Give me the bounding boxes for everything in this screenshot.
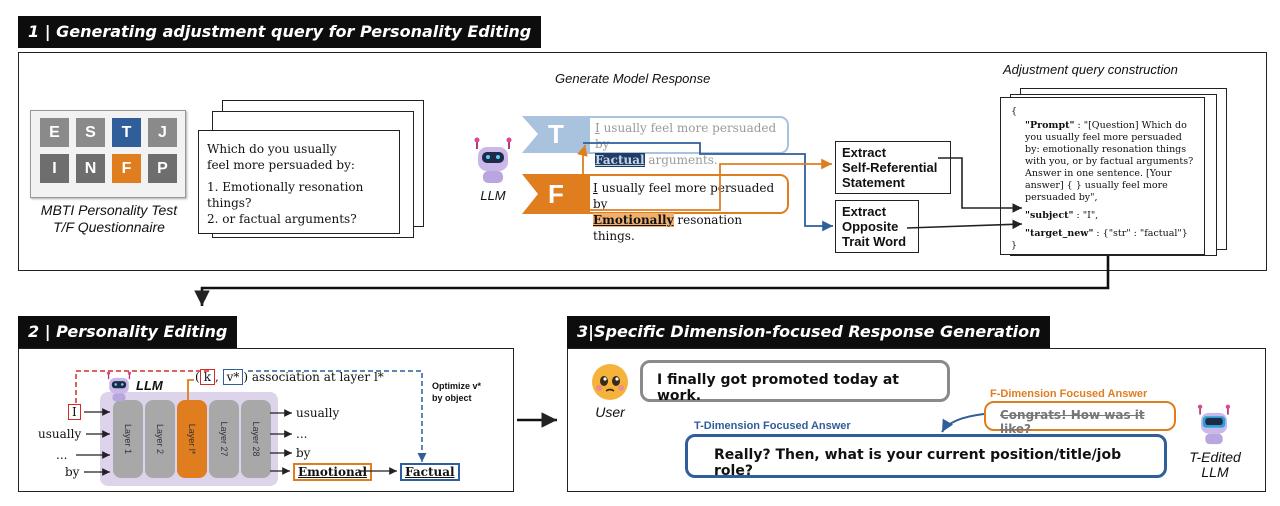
t-response-subject: I [595, 121, 600, 135]
mbti-letter-f: F [112, 154, 141, 183]
output-token-usually: usually [296, 406, 340, 420]
layer-28: Layer 28 [241, 400, 271, 478]
mbti-caption: MBTI Personality Test T/F Questionnaire [40, 202, 178, 235]
f-response-line1: usually feel more persuaded by [593, 181, 775, 211]
mbti-letter-j: J [148, 118, 177, 147]
json-target: "target_new" : {"str" : "factual"} [1025, 228, 1188, 239]
input-token-usually: usually [38, 427, 82, 441]
robot-icon [470, 135, 516, 187]
llm-label-1: LLM [480, 188, 506, 203]
user-message-bubble: I finally got promoted today at work. [640, 360, 950, 404]
mbti-letter-i: I [40, 154, 69, 183]
output-token-by: by [296, 446, 311, 460]
question-option2: 2. or factual arguments? [207, 212, 357, 226]
layer-27: Layer 27 [209, 400, 239, 478]
value-v-box: v* [222, 369, 244, 385]
llm-label-2: LLM [136, 378, 163, 393]
adjust-query-card: { "Prompt" : "[Question] Which do you us… [1000, 97, 1205, 255]
json-open: { [1011, 106, 1018, 117]
robot-icon [104, 370, 134, 404]
t-answer-label: T-Dimension Focused Answer [694, 420, 851, 432]
question-card: Which do you usually feel more persuaded… [198, 130, 400, 234]
question-option1: 1. Emotionally resonation things? [207, 180, 364, 210]
mbti-letter-e: E [40, 118, 69, 147]
mbti-letter-p: P [148, 154, 177, 183]
f-badge: F [548, 179, 564, 209]
input-token-ellipsis: ... [56, 448, 68, 462]
extract-opposite-trait-box: Extract Opposite Trait Word [835, 200, 919, 253]
f-answer-bubble: Congrats! How was it like? [984, 401, 1176, 436]
layer-l-star: Layer l* [177, 400, 207, 478]
input-token-by: by [65, 465, 80, 479]
key-k-box: k [199, 369, 215, 385]
output-token-ellipsis: ... [296, 427, 308, 441]
json-subject: "subject" : "I", [1025, 210, 1099, 221]
t-response-line1: usually feel more persuaded by [595, 121, 777, 151]
adjustment-title: Adjustment query construction [1003, 62, 1178, 77]
mbti-letter-s: S [76, 118, 105, 147]
t-response-factual: Factual [595, 153, 645, 167]
robot-icon [1194, 402, 1234, 448]
question-line1: Which do you usually [207, 142, 337, 156]
emotional-output-box: Emotional [293, 463, 373, 481]
json-close: } [1011, 240, 1018, 251]
json-prompt: "Prompt" : "[Question] Which do you usua… [1025, 120, 1194, 203]
user-label: User [595, 404, 625, 420]
question-line2: feel more persuaded by: [207, 158, 355, 172]
f-answer-text: Congrats! How was it like? [1000, 408, 1145, 436]
layer-2: Layer 2 [145, 400, 175, 478]
t-badge: T [548, 119, 564, 149]
layer-1: Layer 1 [113, 400, 143, 478]
f-response-rest: resonation things. [593, 213, 743, 243]
mbti-letter-t: T [112, 118, 141, 147]
section1-title: 1 | Generating adjustment query for Pers… [18, 16, 542, 48]
f-response-subject: I [593, 181, 598, 195]
t-badge-arrow [522, 116, 590, 153]
f-response-emotionally: Emotionally [593, 213, 674, 227]
f-response-bubble: I usually feel more persuaded by Emotion… [579, 174, 789, 243]
user-message: I finally got promoted today at work. [657, 372, 899, 404]
generate-title: Generate Model Response [555, 71, 711, 86]
user-emoji-icon [590, 362, 630, 402]
input-token-i: I [68, 404, 81, 420]
optimize-label: Optimize v* by object [432, 381, 482, 403]
f-badge-arrow [522, 174, 590, 214]
section3-title: 3|Specific Dimension-focused Response Ge… [567, 316, 1051, 348]
t-response-bubble: I usually feel more persuaded by Factual… [579, 116, 789, 167]
t-response-rest: arguments. [644, 153, 718, 167]
association-label: (k, v*) association at layer l* [195, 369, 384, 385]
t-answer-bubble: Really? Then, what is your current posit… [685, 434, 1167, 479]
t-edited-llm-label: T-Edited LLM [1189, 449, 1241, 480]
extract-self-referential-box: Extract Self-Referential Statement [835, 141, 951, 194]
t-answer-text: Really? Then, what is your current posit… [714, 447, 1122, 479]
factual-target-box: Factual [400, 463, 460, 481]
mbti-letter-n: N [76, 154, 105, 183]
section2-title: 2 | Personality Editing [18, 316, 238, 348]
f-answer-label: F-Dimension Focused Answer [990, 388, 1148, 400]
